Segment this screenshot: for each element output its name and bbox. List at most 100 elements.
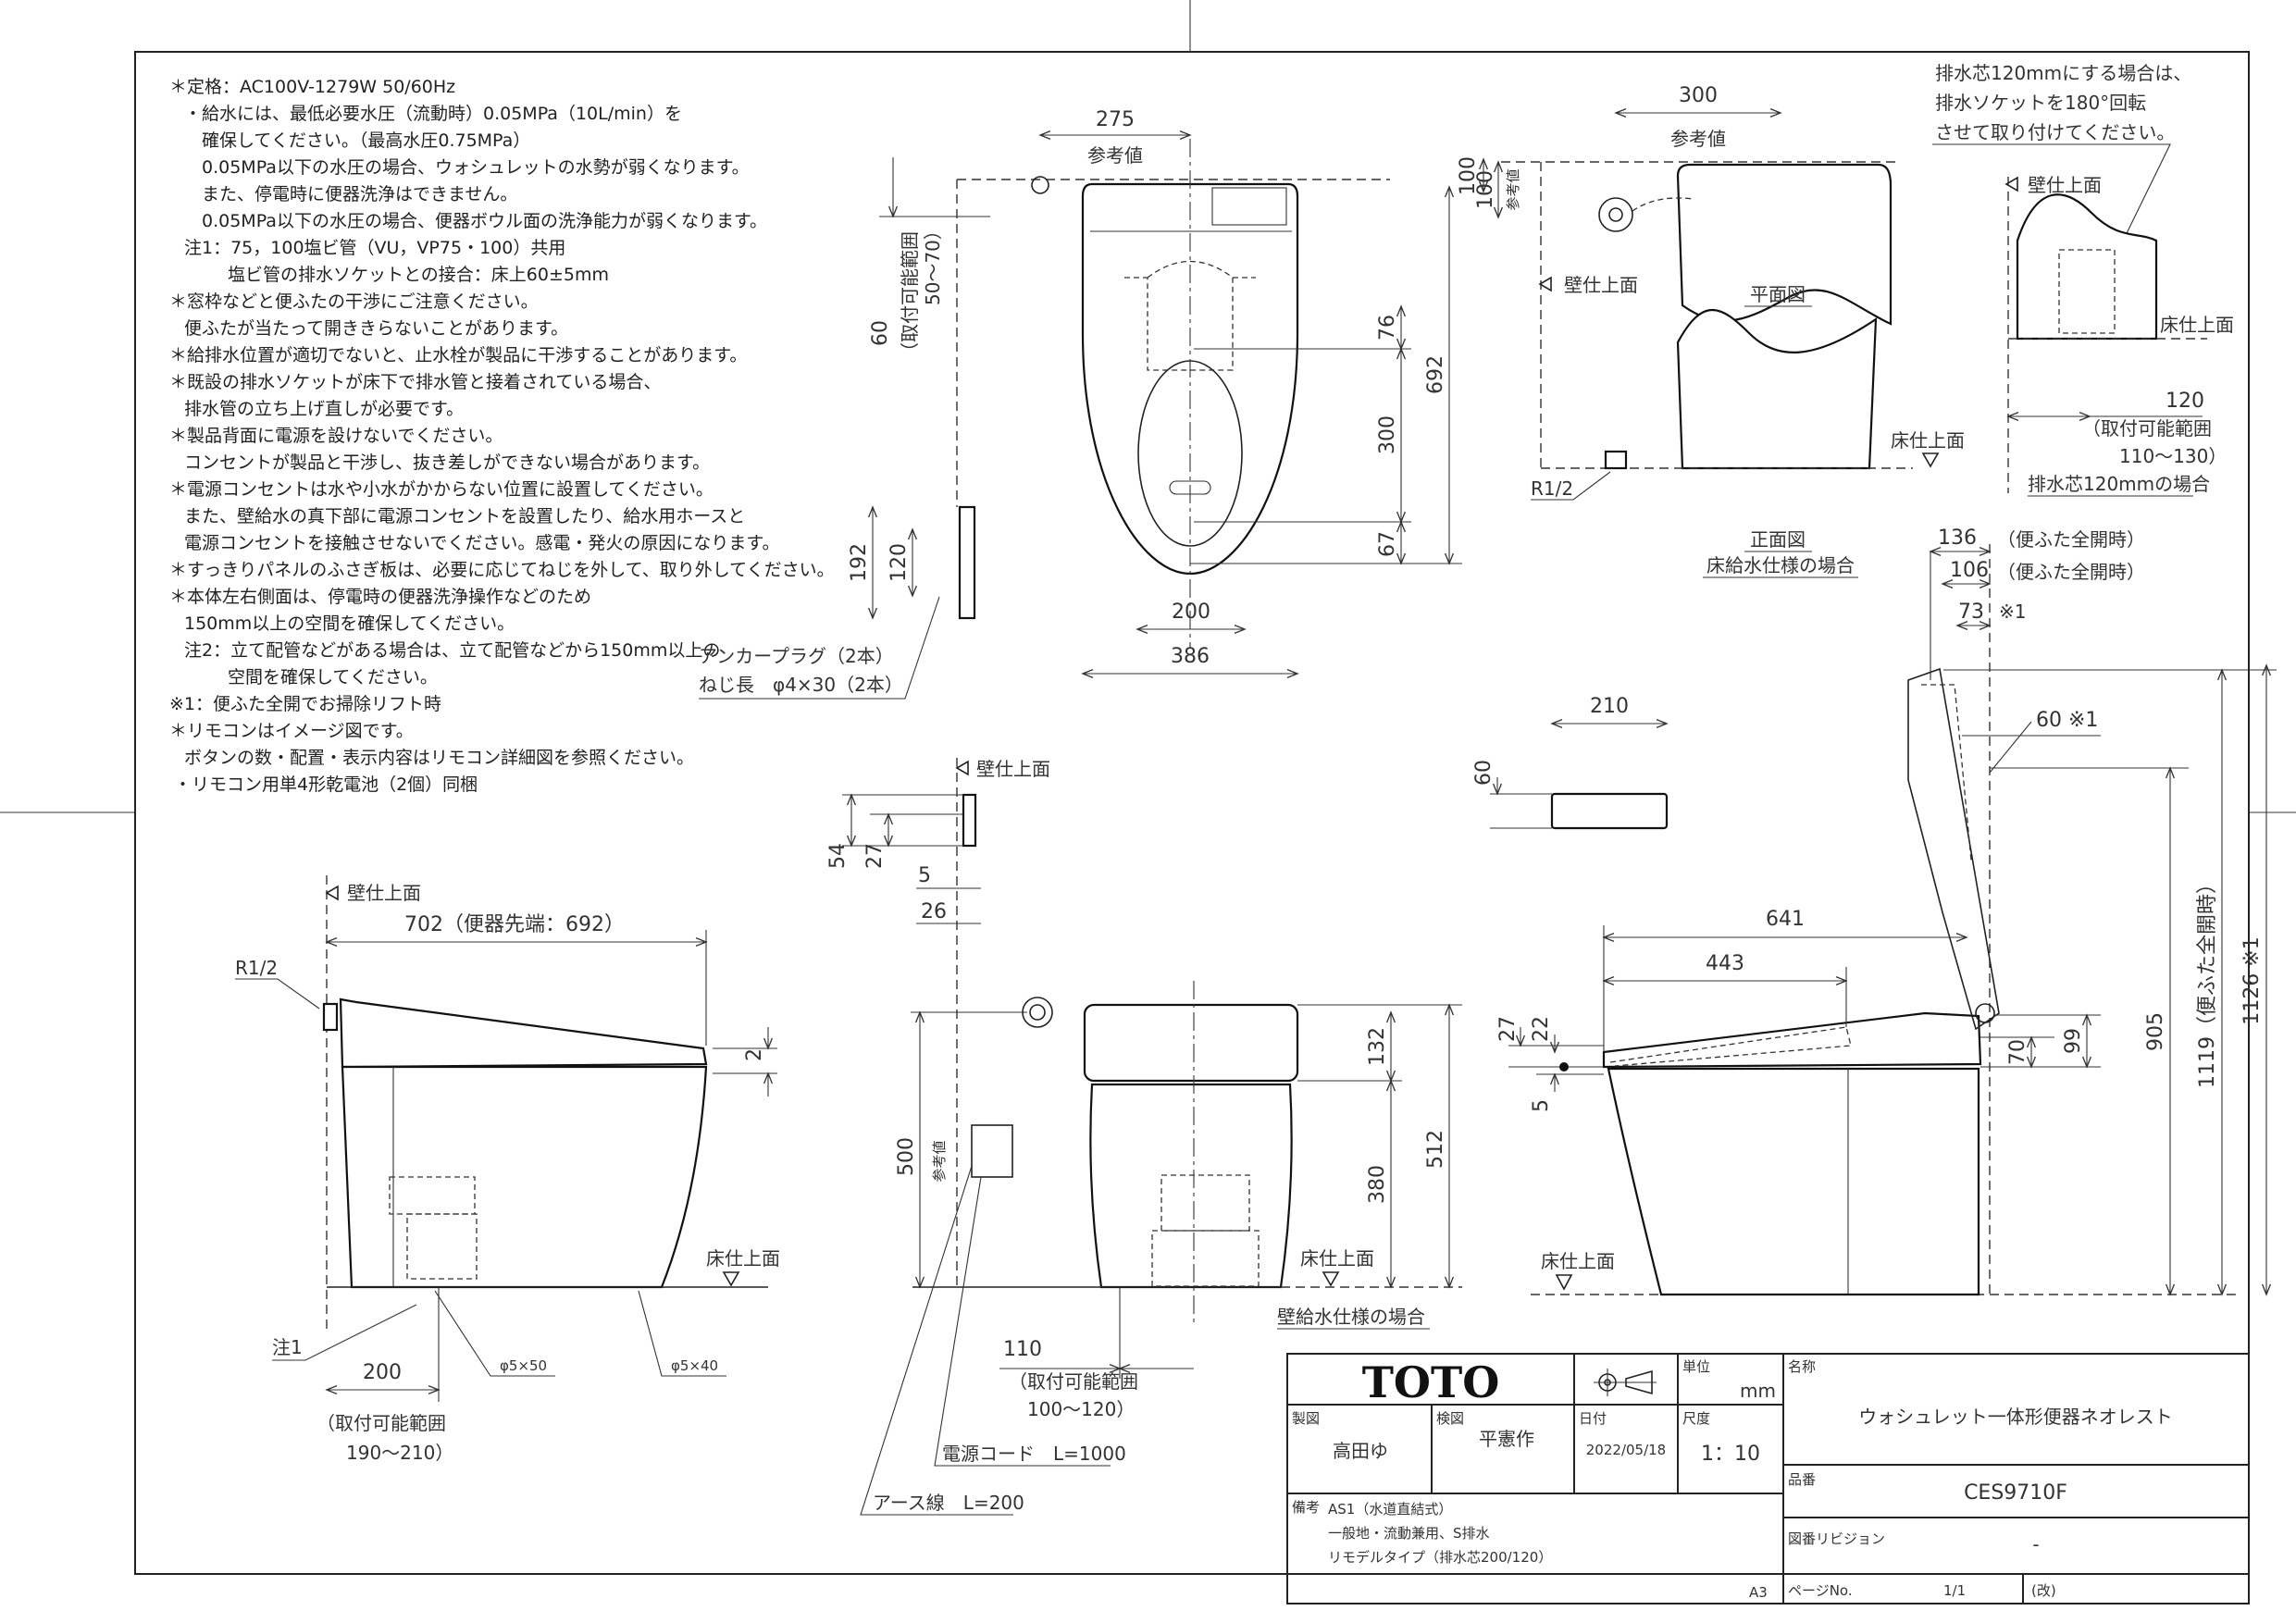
dim-2: 2 xyxy=(743,1048,766,1061)
supply-fitting xyxy=(322,1002,339,1032)
note-line: ボタンの数・配置・表示内容はリモコン詳細図を参照ください。 xyxy=(184,748,694,768)
floor-finish-label: 床仕上面 xyxy=(1541,1250,1615,1272)
projection-symbol-icon xyxy=(1594,1369,1657,1396)
remote-side xyxy=(958,505,976,620)
drain-note-line: させて取り付けてください。 xyxy=(1935,121,2175,143)
unit-label: 単位 xyxy=(1682,1358,1710,1375)
title-block: TOTO 単位 mm 名称 ウォシュレット一体形便器ネオレスト 製図 高田ゆ 検… xyxy=(1286,1353,2250,1604)
wall-finish-label: 壁仕上面 xyxy=(1564,274,1638,296)
power-outlet xyxy=(971,1124,1013,1178)
note-line: 注2：立て配管などがある場合は、立て配管などから150mm以上の xyxy=(184,640,720,661)
dim-100: 100 xyxy=(1457,156,1480,195)
note-line: 空間を確保してください。 xyxy=(228,667,438,688)
range-label: （取付可能範囲 xyxy=(899,231,921,361)
dim-702: 702（便器先端：692） xyxy=(404,913,625,936)
toilet-body-side xyxy=(341,1065,708,1289)
dim-1119: 1119（便ふた全開時） xyxy=(2196,873,2219,1088)
drafter-name: 高田ゆ xyxy=(1333,1440,1388,1462)
floor-finish-label: 床仕上面 xyxy=(706,1247,780,1270)
toilet-front-partial xyxy=(1676,308,1878,470)
note-line: ＊定格：AC100V-1279W 50/60Hz xyxy=(169,77,455,97)
toto-logo: TOTO xyxy=(1362,1357,1500,1407)
drain-note-line: 排水芯120mmにする場合は、 xyxy=(1935,62,2191,84)
remarks-line: リモデルタイプ（排水芯200/120） xyxy=(1328,1549,1552,1566)
lid-open xyxy=(1907,667,2000,1031)
dim-27: 27 xyxy=(1496,1016,1520,1042)
trap-hidden xyxy=(1124,260,1256,371)
note-line: 0.05MPa以下の水圧の場合、ウォシュレットの水勢が弱くなります。 xyxy=(202,157,750,178)
wall-supply-caption: 壁給水仕様の場合 xyxy=(1277,1306,1425,1328)
note-line: 塩ビ管の排水ソケットとの接合：床上60±5mm xyxy=(228,265,609,285)
plan-view-caption: 平面図 xyxy=(1750,283,1806,305)
dim-512: 512 xyxy=(1424,1130,1447,1169)
reference-value-vertical: 参考値 xyxy=(1505,168,1521,210)
dim-641: 641 xyxy=(1766,908,1805,931)
note-line: 電源コンセントを接触させないでください。感電・発火の原因になります。 xyxy=(184,533,780,553)
drafter-label: 製図 xyxy=(1292,1410,1320,1427)
scale-label: 尺度 xyxy=(1682,1410,1710,1427)
toilet-tank-front xyxy=(1083,1003,1299,1083)
drain-120-caption: 排水芯120mmの場合 xyxy=(2028,473,2210,495)
dim-380: 380 xyxy=(1366,1165,1389,1204)
note-line: ・リモコン用単4形乾電池（2個）同梱 xyxy=(174,774,478,795)
seat-side xyxy=(339,997,708,1069)
range-value: 190～210） xyxy=(346,1442,453,1464)
wall-finish-label: 壁仕上面 xyxy=(347,882,421,904)
remote-side xyxy=(962,793,977,848)
dim-192: 192 xyxy=(848,543,871,582)
date-value: 2022/05/18 xyxy=(1586,1442,1666,1458)
lid-open-note: （便ふた全開時） xyxy=(1997,528,2145,551)
dim-27: 27 xyxy=(863,843,887,869)
dim-120: 120 xyxy=(887,543,911,582)
dim-120: 120 xyxy=(2166,390,2204,413)
dim-136: 136 xyxy=(1938,527,1977,550)
dim-67: 67 xyxy=(1376,531,1399,557)
note-line: また、壁給水の真下部に電源コンセントを設置したり、給水用ホースと xyxy=(184,506,745,527)
supply-pipe xyxy=(1598,197,1633,232)
dim-22: 22 xyxy=(1530,1016,1553,1042)
dim-500: 500 xyxy=(895,1137,918,1176)
supply-pipe xyxy=(1022,997,1053,1028)
dim-1126: 1126 ※1 xyxy=(2240,936,2264,1024)
note-line: ＊給排水位置が適切でないと、止水栓が製品に干渉することがあります。 xyxy=(169,345,747,365)
note-line: ※1：便ふた全開でお掃除リフト時 xyxy=(169,694,441,714)
note-line: 便ふたが当たって開ききらないことがあります。 xyxy=(184,318,568,339)
floor-finish-label: 床仕上面 xyxy=(1300,1247,1374,1270)
range-label: （取付可能範囲 xyxy=(316,1412,446,1434)
note-line: また、停電時に便器洗浄はできません。 xyxy=(202,184,517,204)
dim-100: 100 xyxy=(1474,170,1497,209)
scale-value: 1：10 xyxy=(1701,1443,1760,1466)
revision-value: - xyxy=(2032,1533,2039,1555)
note-line: ＊製品背面に電源を設けないでください。 xyxy=(169,426,503,446)
screw-label: ねじ長 φ4×30（2本） xyxy=(699,674,903,696)
range-value: 50～70） xyxy=(922,221,944,305)
dim-692: 692 xyxy=(1424,355,1447,394)
note-line: 0.05MPa以下の水圧の場合、便器ボウル面の洗浄能力が弱くなります。 xyxy=(202,211,767,231)
control-unit xyxy=(1211,187,1287,226)
page-number: 1/1 xyxy=(1943,1582,1966,1599)
floor-supply-caption: 床給水仕様の場合 xyxy=(1706,554,1855,576)
seat-side xyxy=(1602,1011,1982,1069)
note-line: 150mm以上の空間を確保してください。 xyxy=(184,613,515,634)
note-line: ＊すっきりパネルのふさぎ板は、必要に応じてねじを外して、取り外してください。 xyxy=(169,560,835,580)
reference-value-label: 参考値 xyxy=(1087,144,1143,167)
note-line: ＊本体左右側面は、停電時の便器洗浄操作などのため xyxy=(169,587,591,607)
product-name: ウォシュレット一体形便器ネオレスト xyxy=(1858,1406,2173,1428)
toilet-body-side xyxy=(1607,1067,1980,1296)
note-line: ・給水には、最低必要水圧（流動時）0.05MPa（10L/min）を xyxy=(184,104,682,124)
power-cord-label: 電源コード L=1000 xyxy=(942,1443,1126,1465)
dim-5: 5 xyxy=(918,864,931,887)
plan-detail-view: 300 参考値 100 参考値 壁仕上面 平面図 床仕上面 R1/2 正面図 床… xyxy=(1474,84,1965,578)
dim-5: 5 xyxy=(1530,1099,1553,1112)
screw-40-label: φ5×40 xyxy=(671,1357,718,1374)
general-notes: ＊定格：AC100V-1279W 50/60Hz ・給水には、最低必要水圧（流動… xyxy=(169,77,835,795)
dim-54: 54 xyxy=(826,843,850,869)
range-label: （取付可能範囲 xyxy=(2082,417,2212,440)
side-view-lid-open: 136 （便ふた全開時） 106 （便ふた全開時） 73 ※1 60 ※1 64… xyxy=(1496,527,2277,1296)
dim-60: 60 ※1 xyxy=(2036,709,2098,732)
floor-finish-label: 床仕上面 xyxy=(1891,429,1965,452)
remote-control-view: 210 60 xyxy=(1472,695,1669,830)
floor-finish-label: 床仕上面 xyxy=(2160,314,2234,336)
dim-905: 905 xyxy=(2144,1012,2167,1051)
plan-view: 275 参考値 100 692 76 300 67 200 386 60 （取付… xyxy=(699,108,1489,700)
